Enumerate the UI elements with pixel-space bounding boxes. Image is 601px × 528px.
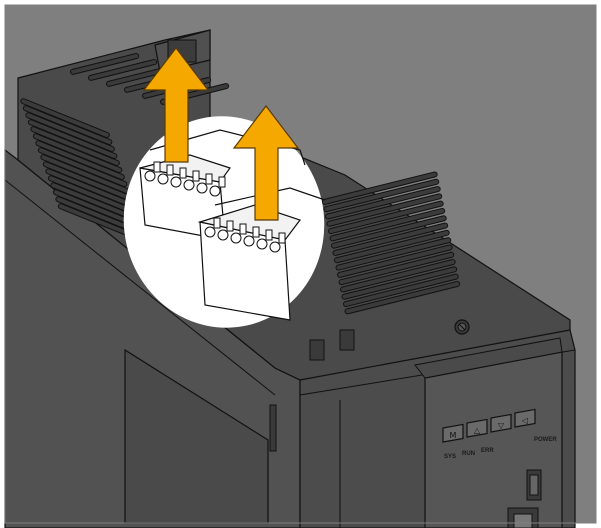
- vent-slot: [338, 251, 455, 286]
- led-label-err: ERR: [481, 448, 494, 454]
- terminal-latch: [265, 229, 273, 241]
- terminal-hole: [230, 232, 242, 244]
- removal-arrow-left-icon: [142, 47, 210, 163]
- led-label-run: RUN: [462, 451, 475, 457]
- vent-slot: [25, 112, 115, 152]
- terminal-hole: [243, 235, 255, 247]
- button-glyph: M: [450, 431, 457, 440]
- terminal-hole: [269, 241, 281, 253]
- vent-slot: [37, 147, 128, 187]
- terminal-latch: [239, 223, 247, 235]
- vent-slot: [22, 105, 113, 145]
- vent-slot: [344, 280, 461, 315]
- panel-buttons: M △ ▽ ◁: [442, 408, 536, 443]
- slot: [339, 329, 355, 351]
- terminal-hole: [144, 170, 156, 182]
- terminal-latch: [278, 232, 286, 244]
- usb-port-inner: [513, 513, 533, 528]
- vent-slot: [343, 273, 459, 308]
- vent-slot: [32, 133, 123, 173]
- terminal-hole: [256, 238, 268, 250]
- vent-slot: [322, 171, 438, 205]
- terminal-hole: [183, 179, 195, 191]
- vent-slot: [35, 140, 125, 180]
- button-glyph: △: [474, 426, 481, 435]
- screw-icon: [454, 319, 470, 335]
- socket-outline-right: [214, 187, 326, 206]
- vent-slot: [340, 259, 456, 293]
- up-arrow-icon[interactable]: △: [466, 418, 488, 438]
- panel-bezel: [414, 337, 563, 379]
- terminal-latch: [252, 226, 260, 238]
- vent-slot: [335, 237, 452, 271]
- mode-button-icon[interactable]: M: [442, 423, 464, 443]
- vent-slot: [88, 59, 158, 81]
- vent-slot: [341, 266, 458, 300]
- vent-slot: [30, 126, 120, 166]
- terminal-hole: [196, 182, 208, 194]
- frame-border: [4, 4, 597, 524]
- terminal-latch: [213, 217, 221, 229]
- terminal-latch: [205, 173, 213, 185]
- terminal-hole: [209, 185, 221, 197]
- button-glyph: ▽: [498, 421, 505, 430]
- terminal-latch: [192, 170, 200, 182]
- vent-slot: [323, 178, 440, 213]
- terminal-latch: [179, 167, 187, 179]
- down-arrow-icon[interactable]: ▽: [490, 413, 512, 433]
- top-vents-right: [309, 171, 461, 361]
- vent-slot: [337, 244, 453, 278]
- terminal-latch: [218, 176, 226, 188]
- terminal-hole: [157, 173, 169, 185]
- vent-slot: [331, 215, 447, 249]
- terminal-latch: [166, 164, 174, 176]
- terminal-hole: [217, 229, 229, 241]
- vent-slot: [70, 53, 140, 75]
- terminal-hole: [170, 176, 182, 188]
- terminal-hole: [204, 226, 216, 238]
- side-edge-line: [4, 179, 276, 396]
- power-label: POWER: [534, 437, 557, 443]
- terminal-block-right: [197, 204, 301, 321]
- vent-slot: [328, 200, 444, 235]
- terminal-latch: [153, 161, 161, 173]
- left-arrow-icon[interactable]: ◁: [514, 408, 536, 428]
- power-connector-inner: [529, 474, 539, 496]
- vent-slot: [325, 186, 441, 220]
- terminal-latch: [226, 220, 234, 232]
- vent-slot: [326, 193, 443, 227]
- button-glyph: ◁: [521, 416, 528, 425]
- vent-slot: [20, 98, 110, 138]
- removal-arrow-right-icon: [232, 105, 300, 221]
- vent-slot: [334, 229, 450, 264]
- slot: [309, 339, 325, 361]
- vent-slot: [27, 119, 118, 159]
- vent-slot: [332, 222, 449, 256]
- side-slot: [269, 404, 277, 452]
- vent-slot: [329, 207, 446, 242]
- led-label-sys: SYS: [444, 454, 456, 460]
